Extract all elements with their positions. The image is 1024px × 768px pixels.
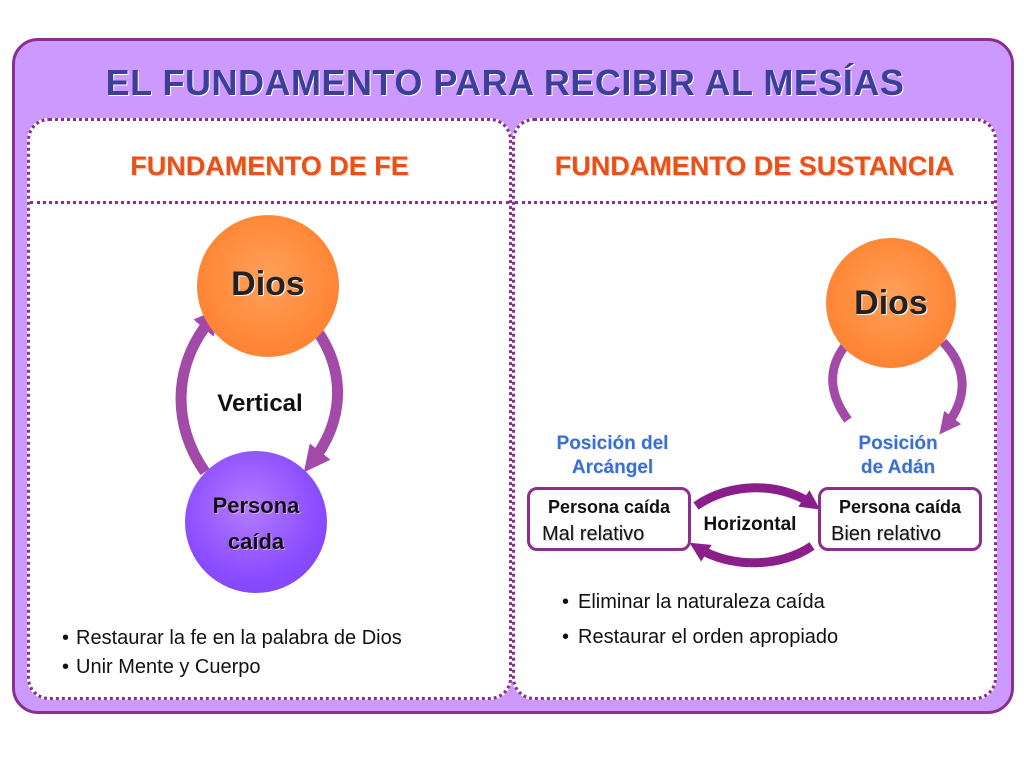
panel-title-fe: FUNDAMENTO DE FE (130, 151, 409, 181)
box-bien-relativo: Persona caída Bien relativo (818, 487, 982, 551)
bullets-fe: Restaurar la fe en la palabra de Dios Un… (62, 627, 402, 679)
persona-label-line2: caída (227, 529, 285, 554)
persona-caida-circle: Persona caída (185, 451, 327, 593)
bullet-item: Restaurar el orden apropiado (562, 626, 838, 649)
dios-circle-right: Dios (826, 238, 956, 368)
persona-label-line1: Persona (212, 493, 300, 518)
box-bien-relativo-line1: Persona caída (838, 497, 962, 517)
dios-label-right: Dios (854, 284, 928, 322)
panel-header-fe: FUNDAMENTO DE FE (30, 121, 509, 204)
dios-circle-left: Dios (197, 215, 339, 357)
archangel-position-line1: Posición del (556, 433, 669, 454)
horizontal-label: Horizontal (703, 514, 797, 535)
adam-position-label: Posición de Adán (828, 432, 968, 480)
bullet-item: Restaurar la fe en la palabra de Dios (62, 627, 402, 650)
box-bien-relativo-line2: Bien relativo (831, 523, 942, 545)
archangel-position-line2: Arcángel (571, 457, 654, 478)
bullet-item: Unir Mente y Cuerpo (62, 656, 402, 679)
vertical-label: Vertical (217, 390, 303, 417)
dios-label-left: Dios (231, 265, 305, 303)
box-mal-relativo-line2: Mal relativo (542, 523, 645, 545)
box-mal-relativo: Persona caída Mal relativo (527, 487, 691, 551)
adam-position-line1: Posición (858, 433, 938, 454)
bullet-item: Eliminar la naturaleza caída (562, 591, 838, 614)
box-mal-relativo-line1: Persona caída (547, 497, 671, 517)
panel-header-sustancia: FUNDAMENTO DE SUSTANCIA (515, 121, 994, 204)
archangel-position-label: Posición del Arcángel (530, 432, 695, 480)
adam-position-line2: de Adán (860, 457, 936, 478)
panel-title-sustancia: FUNDAMENTO DE SUSTANCIA (554, 151, 955, 181)
bullets-sustancia: Eliminar la naturaleza caída Restaurar e… (562, 591, 838, 649)
page-title: EL FUNDAMENTO PARA RECIBIR AL MESÍAS (105, 62, 905, 103)
